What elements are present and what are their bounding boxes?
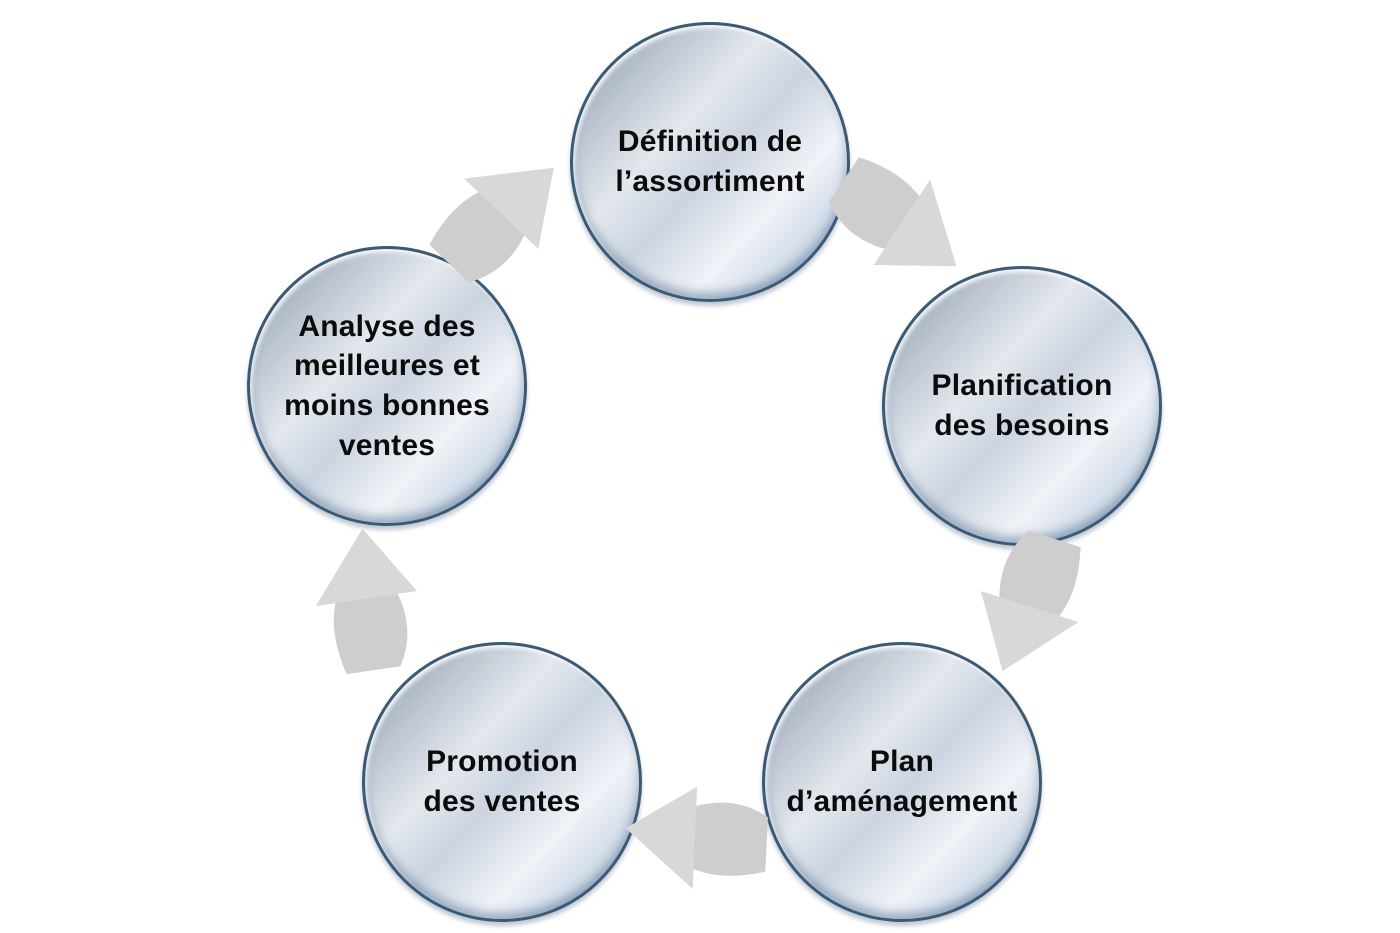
- step-circle-definition-assortiment: Définition de l’assortiment: [570, 22, 850, 302]
- step-label-planification-besoins: Planification des besoins: [931, 369, 1113, 442]
- step-circle-plan-amenagement: Plan d’aménagement: [762, 642, 1042, 922]
- step-label-definition-assortiment: Définition de l’assortiment: [615, 125, 805, 198]
- arrow-planification-to-plan-icon: [947, 509, 1114, 700]
- step-label-plan-amenagement: Plan d’aménagement: [786, 745, 1018, 818]
- arrow-plan-to-promotion-icon: [611, 771, 784, 905]
- arrow-promotion-to-analyse-icon: [304, 517, 430, 685]
- arrow-definition-to-planification-icon: [802, 127, 999, 316]
- step-label-promotion-ventes: Promotion des ventes: [423, 745, 581, 818]
- step-circle-promotion-ventes: Promotion des ventes: [362, 642, 642, 922]
- arrow-analyse-to-definition-icon: [402, 119, 598, 312]
- step-circle-planification-besoins: Planification des besoins: [882, 266, 1162, 546]
- step-label-analyse-ventes: Analyse des meilleures et moins bonnes v…: [284, 309, 490, 462]
- step-circle-analyse-ventes: Analyse des meilleures et moins bonnes v…: [247, 246, 527, 526]
